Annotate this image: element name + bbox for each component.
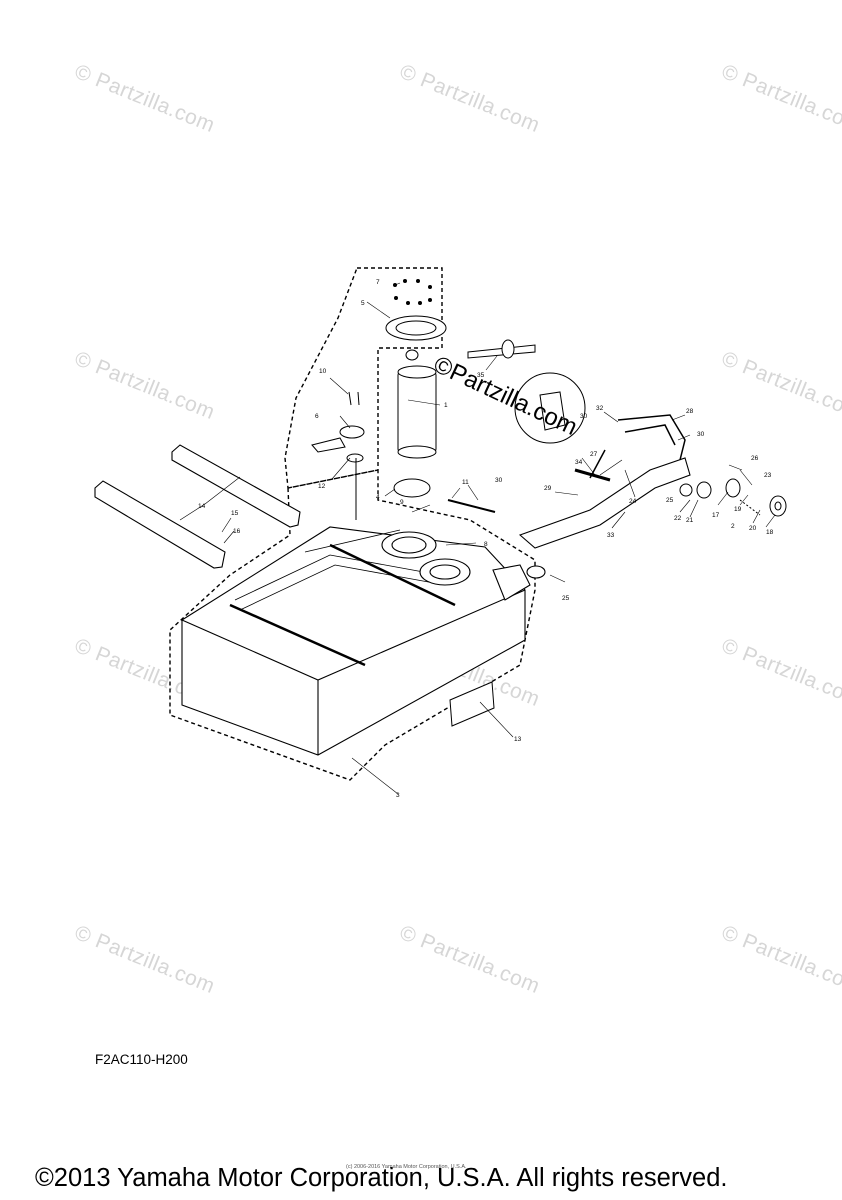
part-label: 30 bbox=[697, 431, 705, 438]
part-label: 28 bbox=[686, 408, 694, 415]
mounting-rails bbox=[94, 444, 301, 569]
breather-tube bbox=[467, 339, 536, 359]
fuel-sender bbox=[311, 391, 365, 520]
part-label: 35 bbox=[477, 372, 485, 379]
part-label: 34 bbox=[575, 459, 583, 466]
decal-label bbox=[449, 681, 495, 727]
filler-hose bbox=[447, 414, 691, 549]
part-labels: 1 2 3 4 5 6 7 8 9 10 11 12 13 14 15 16 1… bbox=[198, 279, 774, 799]
part-label: 14 bbox=[198, 503, 206, 510]
part-label: 12 bbox=[318, 483, 326, 490]
part-label: 8 bbox=[484, 541, 488, 548]
part-label: 23 bbox=[764, 472, 772, 479]
part-label: 1 bbox=[444, 402, 448, 409]
part-label: 30 bbox=[580, 413, 588, 420]
leader-lines bbox=[179, 282, 776, 795]
fuel-pump-module bbox=[385, 315, 447, 498]
part-label: 5 bbox=[361, 300, 365, 307]
part-label: 13 bbox=[514, 736, 522, 743]
part-label: 30 bbox=[495, 477, 503, 484]
part-label: 10 bbox=[319, 368, 327, 375]
tiny-copyright: (c) 2006-2016 Yamaha Motor Corporation, … bbox=[346, 1164, 467, 1170]
part-label: 25 bbox=[562, 595, 570, 602]
part-label: 15 bbox=[231, 510, 239, 517]
fuel-tank bbox=[181, 526, 546, 756]
part-label: 6 bbox=[315, 413, 319, 420]
part-label: 25 bbox=[666, 497, 674, 504]
part-label: 7 bbox=[376, 279, 380, 286]
detail-view bbox=[514, 372, 586, 444]
part-label: 20 bbox=[749, 525, 757, 532]
part-label: 32 bbox=[596, 405, 604, 412]
part-label: 26 bbox=[751, 455, 759, 462]
part-label: 33 bbox=[607, 532, 615, 539]
part-label: 18 bbox=[766, 529, 774, 536]
part-label: 24 bbox=[629, 498, 637, 505]
part-label: 2 bbox=[731, 523, 735, 530]
diagram-code: F2AC110-H200 bbox=[95, 1052, 188, 1067]
part-label: 27 bbox=[590, 451, 598, 458]
part-label: 11 bbox=[462, 479, 469, 486]
copyright-notice: ©2013 Yamaha Motor Corporation, U.S.A. A… bbox=[35, 1164, 728, 1192]
part-label: 21 bbox=[686, 517, 694, 524]
filler-cap-parts bbox=[679, 478, 787, 517]
bolt-set bbox=[393, 279, 432, 305]
part-label: 19 bbox=[734, 506, 742, 513]
part-label: 4 bbox=[376, 494, 380, 501]
part-label: 3 bbox=[396, 792, 400, 799]
part-label: 9 bbox=[400, 499, 404, 506]
part-label: 16 bbox=[233, 528, 241, 535]
part-label: 22 bbox=[674, 515, 682, 522]
part-label: 17 bbox=[712, 512, 720, 519]
part-label: 29 bbox=[544, 485, 552, 492]
